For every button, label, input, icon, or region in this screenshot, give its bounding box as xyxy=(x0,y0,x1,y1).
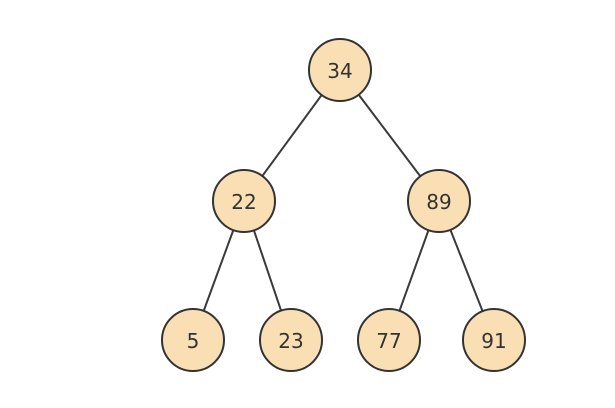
node-label-77: 77 xyxy=(376,329,401,353)
tree-node-77[interactable]: 77 xyxy=(357,308,421,372)
node-circle-34 xyxy=(308,38,372,102)
node-circle-5 xyxy=(161,308,225,372)
tree-node-34[interactable]: 34 xyxy=(308,38,372,102)
node-label-34: 34 xyxy=(327,59,352,83)
node-circle-77 xyxy=(357,308,421,372)
tree-node-23[interactable]: 23 xyxy=(259,308,323,372)
node-label-22: 22 xyxy=(231,190,256,214)
node-circle-23 xyxy=(259,308,323,372)
node-label-23: 23 xyxy=(278,329,303,353)
node-label-5: 5 xyxy=(187,329,200,353)
node-label-89: 89 xyxy=(426,190,451,214)
node-layer: 34 22 89 5 23 77 91 xyxy=(161,38,526,372)
node-circle-91 xyxy=(462,308,526,372)
node-label-91: 91 xyxy=(481,329,506,353)
node-circle-22 xyxy=(212,169,276,233)
tree-node-22[interactable]: 22 xyxy=(212,169,276,233)
tree-node-5[interactable]: 5 xyxy=(161,308,225,372)
tree-node-91[interactable]: 91 xyxy=(462,308,526,372)
tree-node-89[interactable]: 89 xyxy=(407,169,471,233)
node-circle-89 xyxy=(407,169,471,233)
